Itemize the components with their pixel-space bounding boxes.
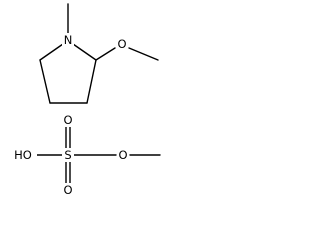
sulfur-atom-label: S xyxy=(64,148,71,162)
hydroxyl-label: HO xyxy=(14,148,32,162)
sulfonyl-oxygen-top-label: O xyxy=(63,113,72,127)
methoxy-oxygen-label: O xyxy=(117,37,126,51)
ring-bond-n-c2 xyxy=(72,43,97,61)
c2-o-bond xyxy=(95,47,116,61)
ring-bond-c2-c3 xyxy=(86,59,97,104)
nitrogen-atom-label: N xyxy=(64,33,73,47)
methyl-hydrogen-sulfate-molecule: HO S O O O xyxy=(10,113,161,197)
structure-drawing: N O HO S O O O xyxy=(10,3,161,197)
sulfonyl-oxygen-bottom-label: O xyxy=(63,183,72,197)
chemical-structure-canvas: N O HO S O O O xyxy=(10,3,161,197)
methoxymethylpyrrolidine-molecule: N O xyxy=(39,3,159,104)
o-methyl-bond xyxy=(128,47,159,61)
ring-bond-c5-n xyxy=(39,43,64,61)
ester-oxygen-label: O xyxy=(118,148,127,162)
ring-bond-c4-c5 xyxy=(39,59,51,104)
